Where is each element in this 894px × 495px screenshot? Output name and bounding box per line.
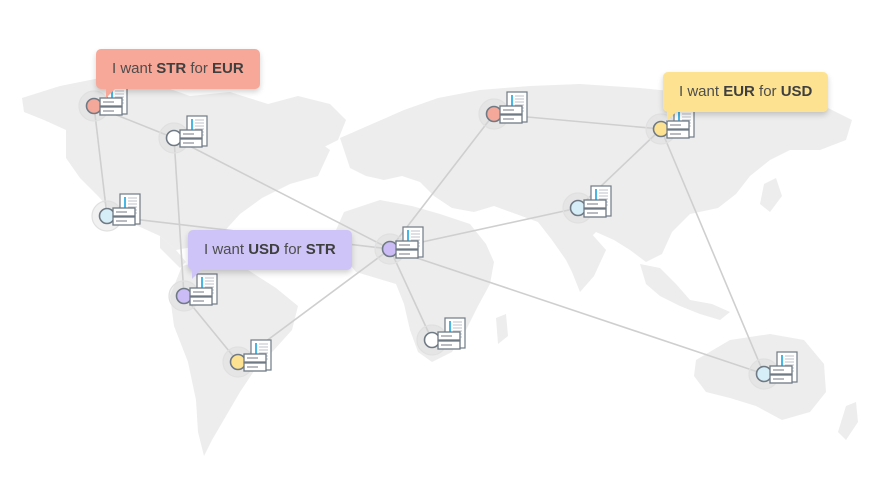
node-colombia[interactable] <box>168 273 218 312</box>
node-status-dot <box>85 97 103 115</box>
node-status-dot <box>652 120 670 138</box>
node-status-dot <box>569 199 587 217</box>
bubble-eur-usd: I want EUR for USD <box>663 72 829 121</box>
server-icon <box>243 339 272 372</box>
node-east-asia[interactable] <box>645 106 695 145</box>
node-status-dot <box>755 365 773 383</box>
bubble-text: I want <box>112 60 157 77</box>
link-colombia-brazil <box>183 295 239 363</box>
link-alaska-mexico <box>93 105 108 217</box>
bubble-text: for <box>754 83 781 100</box>
node-status-dot <box>229 353 247 371</box>
bubble-currency: EUR <box>723 83 755 100</box>
bubble-str-eur: I want STR for EUR <box>96 49 260 98</box>
bubble-tail <box>106 88 116 98</box>
server-icon <box>179 115 208 148</box>
node-west-africa[interactable] <box>374 226 424 265</box>
link-east-asia-australia <box>660 128 765 375</box>
server-icon <box>112 193 141 226</box>
network-nodes <box>78 83 798 390</box>
map-eurasia <box>340 84 852 262</box>
map-africa <box>336 200 494 362</box>
bubble-text: for <box>186 60 213 77</box>
node-south-africa[interactable] <box>416 317 466 356</box>
node-india[interactable] <box>562 185 612 224</box>
bubble-tail <box>667 111 677 121</box>
world-map <box>22 78 858 456</box>
bubble-currency: STR <box>156 60 187 77</box>
node-brazil[interactable] <box>222 339 272 378</box>
server-icon <box>666 106 695 139</box>
node-status-dot <box>381 240 399 258</box>
server-icon <box>189 273 218 306</box>
node-mexico[interactable] <box>91 193 141 232</box>
node-russia[interactable] <box>478 91 528 130</box>
bubble-currency: EUR <box>212 60 244 77</box>
server-icon <box>499 91 528 124</box>
link-west-africa-australia <box>389 248 765 375</box>
server-icon <box>437 317 466 350</box>
bubble-text: I want <box>679 83 724 100</box>
map-greenland <box>268 96 346 150</box>
node-australia[interactable] <box>748 351 798 390</box>
bubble-tail <box>192 269 202 279</box>
server-icon <box>583 185 612 218</box>
bubble-text: for <box>279 241 306 258</box>
bubble-currency: USD <box>780 83 813 100</box>
node-status-dot <box>175 287 193 305</box>
map-central-america <box>160 236 186 268</box>
bubble-usd-str: I want USD for STR <box>188 230 352 279</box>
server-icon <box>395 226 424 259</box>
bubble-currency: STR <box>305 241 336 258</box>
bubble-currency: USD <box>248 241 280 258</box>
node-status-dot <box>165 129 183 147</box>
link-west-africa-south-africa <box>389 248 433 341</box>
link-canada-colombia <box>173 137 185 297</box>
map-new-zealand <box>838 402 858 440</box>
node-status-dot <box>423 331 441 349</box>
map-india <box>560 232 606 292</box>
map-uk <box>352 138 366 162</box>
map-madagascar <box>496 314 508 344</box>
map-se-asia <box>640 264 730 320</box>
map-japan <box>760 178 782 212</box>
node-status-dot <box>485 105 503 123</box>
link-canada-west-africa <box>173 137 391 250</box>
node-canada[interactable] <box>158 115 208 154</box>
bubble-text: I want <box>204 241 249 258</box>
server-icon <box>769 351 798 384</box>
node-status-dot <box>98 207 116 225</box>
